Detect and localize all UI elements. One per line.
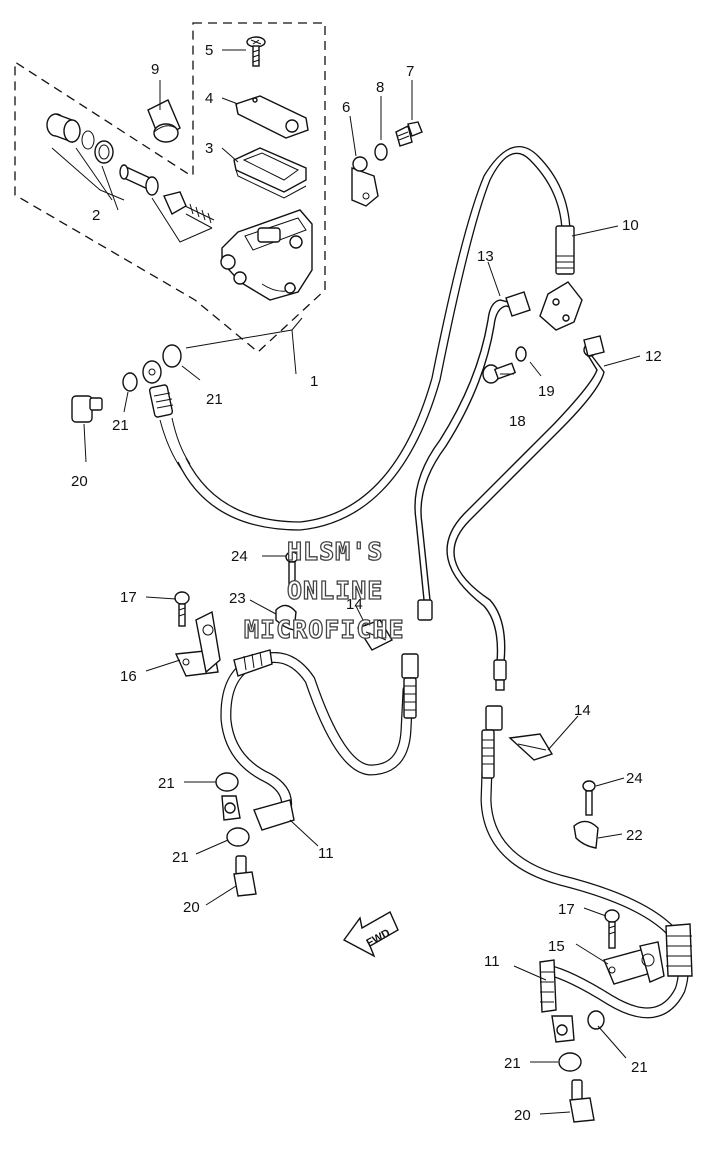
washer-21-d [226, 827, 250, 847]
union-bolt-18 [482, 362, 517, 384]
callout-24-a: 24 [231, 548, 248, 565]
callout-11-a: 11 [318, 845, 334, 862]
banjo-bolt-20-left-lower [233, 855, 257, 897]
washer [374, 143, 388, 161]
callout-7: 7 [406, 63, 414, 80]
watermark-line-1: HLSM'S [287, 537, 383, 566]
callout-22: 22 [626, 827, 643, 844]
watermark: HLSM'S ONLINE MICROFICHE [243, 536, 405, 644]
reservoir-cap [235, 95, 309, 139]
bolt-24-upper [285, 551, 299, 585]
callout-19: 19 [538, 383, 555, 400]
callout-15: 15 [548, 938, 565, 955]
hose-clip-14-upper [356, 619, 393, 651]
callout-3: 3 [205, 140, 213, 157]
washer-21-b [162, 344, 182, 368]
callout-18: 18 [509, 413, 526, 430]
holder [351, 156, 379, 207]
callout-14-a: 14 [346, 596, 363, 613]
callout-24-b: 24 [626, 770, 643, 787]
dust-boot [147, 99, 181, 143]
callout-21-b: 21 [112, 417, 129, 434]
hose-clip-14-lower [508, 733, 554, 761]
callout-21-a: 21 [206, 391, 223, 408]
hose-bracket-15 [603, 941, 665, 985]
callout-21-d: 21 [172, 849, 189, 866]
brake-pipes [414, 291, 605, 691]
bolt-24-lower [582, 780, 596, 816]
brake-hose-right [480, 705, 693, 1043]
callout-2: 2 [92, 207, 100, 224]
callout-20-b: 20 [183, 899, 200, 916]
callout-8: 8 [376, 79, 384, 96]
master-cylinder [220, 209, 313, 301]
callout-20-a: 20 [71, 473, 88, 490]
washer-21-a [122, 372, 138, 392]
clamp-22 [573, 820, 599, 849]
bolt-17-left [174, 591, 190, 627]
master-cylinder-box [14, 22, 326, 353]
callout-21-f: 21 [504, 1055, 521, 1072]
screw [246, 36, 266, 67]
callout-9: 9 [151, 61, 159, 78]
callout-12: 12 [645, 348, 662, 365]
brake-hose-upper [142, 146, 583, 531]
callout-labels: 5 4 3 9 2 6 8 7 10 13 12 19 18 1 21 21 2… [71, 42, 662, 1124]
banjo-bolt-20-right [569, 1079, 595, 1123]
callout-21-e: 21 [631, 1059, 648, 1076]
callout-5: 5 [205, 42, 213, 59]
callout-17-a: 17 [120, 589, 137, 606]
washer-21-e [587, 1010, 605, 1030]
clamp-23 [275, 604, 297, 631]
watermark-line-2: ONLINE [287, 576, 383, 605]
callout-10: 10 [622, 217, 639, 234]
watermark-line-3: MICROFICHE [244, 615, 405, 644]
bolt [395, 121, 423, 147]
callout-6: 6 [342, 99, 350, 116]
fwd-arrow-icon: FWD [342, 911, 399, 958]
callout-21-c: 21 [158, 775, 175, 792]
diaphragm [233, 147, 307, 199]
callout-1: 1 [310, 373, 318, 390]
callout-14-b: 14 [574, 702, 591, 719]
callout-16: 16 [120, 668, 137, 685]
hose-bracket-16 [174, 610, 221, 677]
callout-17-b: 17 [558, 901, 575, 918]
piston-kit [46, 113, 215, 243]
callout-4: 4 [205, 90, 213, 107]
bolt-17-right [604, 909, 620, 949]
brake-hose-left [220, 649, 419, 831]
callout-20-c: 20 [514, 1107, 531, 1124]
leader-lines [83, 49, 641, 1115]
washer-21-f [558, 1052, 582, 1072]
washer-19 [515, 346, 527, 362]
callout-13: 13 [477, 248, 494, 265]
banjo-bolt-20-left-upper [71, 395, 103, 423]
washer-21-c [215, 772, 239, 792]
callout-11-b: 11 [484, 953, 500, 970]
callout-23: 23 [229, 590, 246, 607]
